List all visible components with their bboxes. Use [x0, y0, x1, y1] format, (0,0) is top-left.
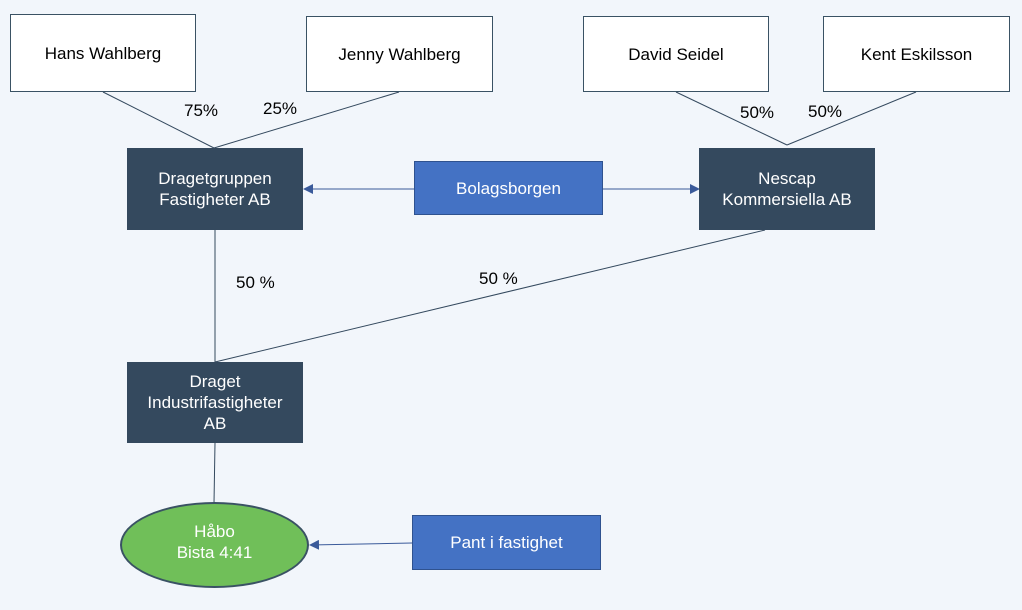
- jenny-to-dragetgruppen-line: [213, 91, 400, 149]
- share-label-hans: 75%: [184, 101, 219, 120]
- hans-to-dragetgruppen-line: [102, 91, 215, 149]
- share-label-dragetgruppen-to-draget: 50 %: [236, 273, 275, 292]
- share-label-nescap-to-draget: 50 %: [479, 269, 518, 288]
- relation-bolagsborgen: Bolagsborgen: [414, 161, 603, 215]
- nescap-to-draget-line: [214, 229, 766, 363]
- share-label-david: 50%: [740, 103, 775, 122]
- share-label-jenny: 25%: [263, 99, 298, 118]
- company-dragetgruppen-fastigheter: Dragetgruppen Fastigheter AB: [127, 148, 303, 230]
- person-david-seidel: David Seidel: [583, 16, 769, 92]
- property-habo-bista: Håbo Bista 4:41: [120, 502, 309, 588]
- company-nescap-kommersiella: Nescap Kommersiella AB: [699, 148, 875, 230]
- share-label-kent: 50%: [808, 102, 843, 121]
- person-jenny-wahlberg: Jenny Wahlberg: [306, 16, 493, 92]
- relation-pant-i-fastighet: Pant i fastighet: [412, 515, 601, 570]
- david-to-nescap-line: [675, 91, 788, 146]
- pant-to-habo-arrow: [309, 539, 413, 550]
- kent-to-nescap-line: [786, 91, 917, 146]
- draget-to-habo-line: [213, 442, 216, 504]
- company-draget-industrifastigheter: Draget Industrifastigheter AB: [127, 362, 303, 443]
- person-hans-wahlberg: Hans Wahlberg: [10, 14, 196, 92]
- person-kent-eskilsson: Kent Eskilsson: [823, 16, 1010, 92]
